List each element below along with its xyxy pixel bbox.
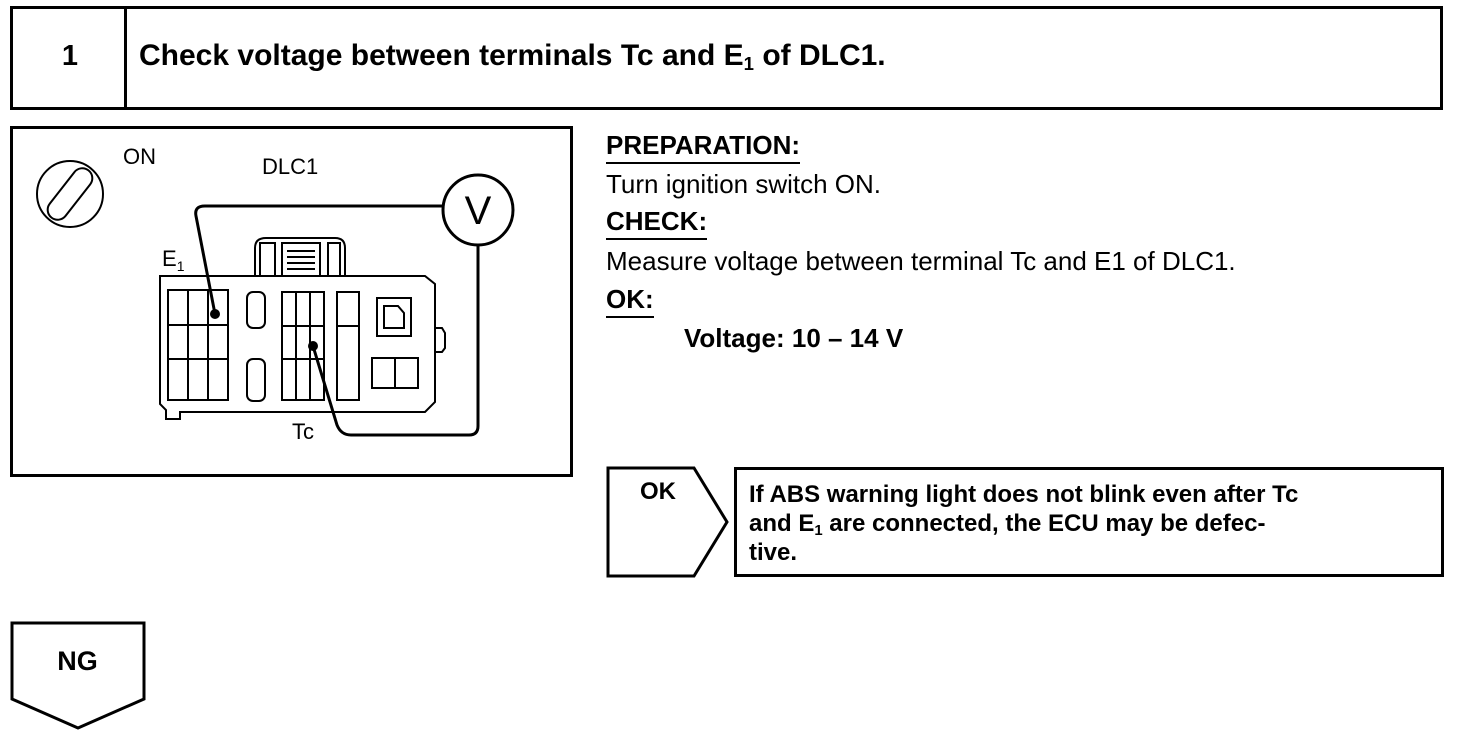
step-title-end: of DLC1. [753,39,886,72]
ignition-on-label: ON [123,144,156,169]
ok-result-line-3: tive. [749,539,798,566]
tc-terminal-label: Tc [292,419,314,444]
dlc1-label: DLC1 [262,154,318,179]
step-number: 1 [61,40,79,72]
step-title-subscript: 1 [743,53,754,75]
ok-heading: OK: [606,284,654,318]
step-number-cell: 1 [13,9,127,107]
preparation-text: Turn ignition switch ON. [606,169,882,199]
ok-result-line-1: If ABS warning light does not blink even… [749,481,1299,508]
test-leads [194,204,480,437]
ok-result-box: If ABS warning light does not blink even… [734,467,1444,577]
voltmeter-icon: V [441,173,515,247]
dlc1-connector [159,237,446,420]
ng-result-arrow [10,621,146,730]
preparation-heading: PREPARATION: [606,130,801,164]
step-header: 1 Check voltage between terminals Tc and… [10,6,1443,110]
check-heading: CHECK: [606,206,708,240]
ok-result-line-2b: are connected, the ECU may be defec- [822,510,1266,537]
ok-result-line-2-subscript: 1 [814,523,823,540]
ok-result-line-2a: and E [749,510,815,537]
diagram-frame [10,126,573,477]
e1-probe-point [210,309,220,319]
ok-result-label: OK [640,478,676,505]
ok-spec: Voltage: 10 – 14 V [684,323,904,353]
step-title: Check voltage between terminals Tc and E… [139,39,886,73]
voltmeter-symbol: V [465,189,492,233]
ok-result-arrow [606,466,729,578]
step-title-main: Check voltage between terminals Tc and E [139,39,744,72]
ng-result-label: NG [57,646,98,676]
dlc1-diagram: ON DLC1 V [10,126,573,477]
ignition-key-icon [36,160,104,228]
check-text: Measure voltage between terminal Tc and … [606,246,1236,276]
e1-terminal-label: E1 [162,246,185,274]
tc-probe-point [308,341,318,351]
ok-result-text: If ABS warning light does not blink even… [749,480,1431,567]
